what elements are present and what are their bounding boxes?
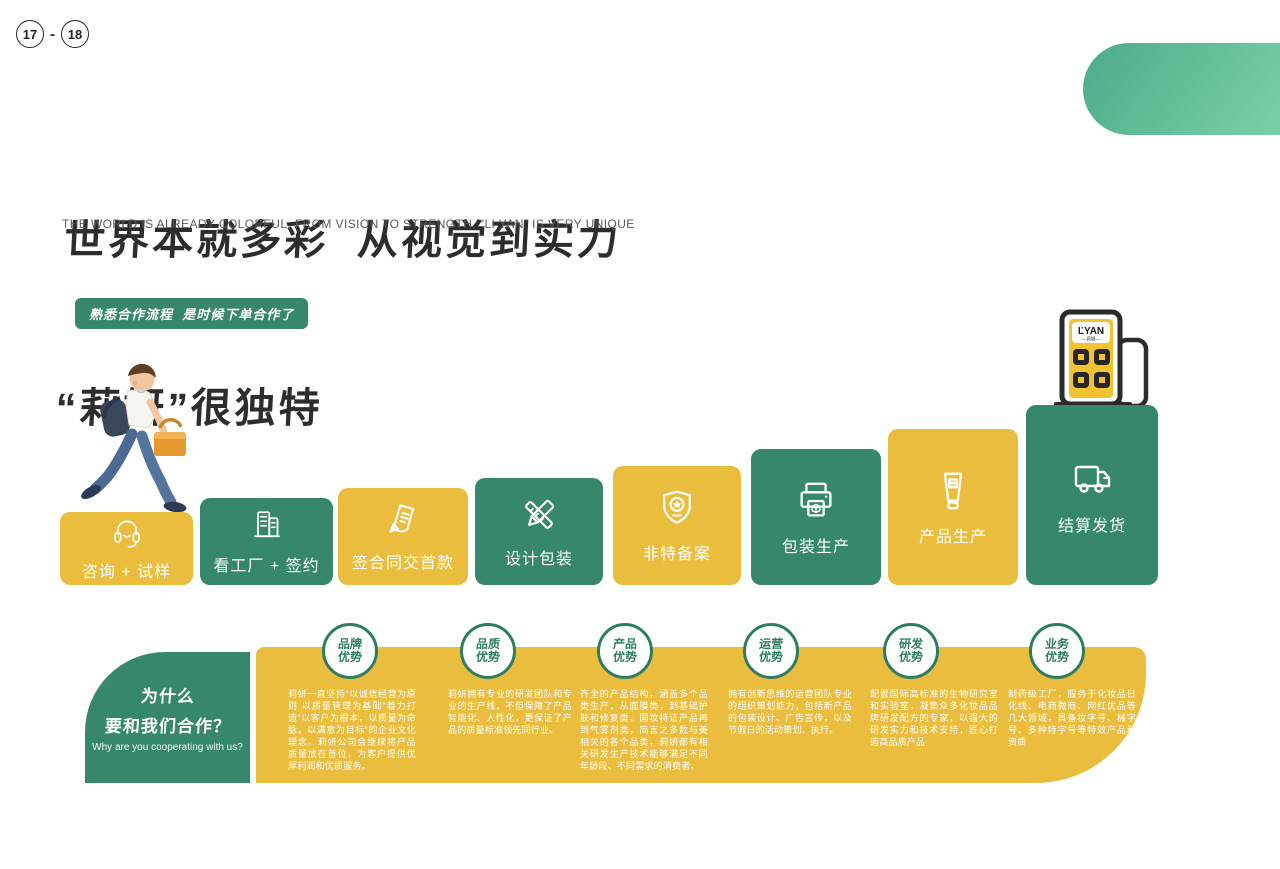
liyan-logo-text: ĽYAN bbox=[1078, 326, 1104, 337]
walking-person-illustration bbox=[81, 363, 187, 513]
advantage-text-quality: 莉妍拥有专业的研发团队和专业的生产线，不但保障了产品智能化、人性化，更保证了产品… bbox=[448, 689, 572, 735]
why-cooperate-box: 为什么 要和我们合作？ Why are you cooperating with… bbox=[85, 652, 250, 783]
printer-icon bbox=[800, 482, 832, 517]
tube-icon bbox=[944, 472, 962, 509]
page-numbers: 17 - 18 bbox=[16, 20, 89, 48]
truck-icon bbox=[1074, 465, 1111, 493]
step-label: 看工厂 + 签约 bbox=[213, 558, 320, 575]
page-subtitle-english: THE WORLD IS ALREADY COLORFUL, FROM VISI… bbox=[62, 217, 635, 231]
shield-icon bbox=[663, 490, 691, 524]
step-nonspecial-filing: 非特备案 bbox=[613, 466, 741, 585]
decorative-green-pill bbox=[1083, 43, 1280, 135]
process-flow-badge: 熟悉合作流程 是时候下单合作了 bbox=[75, 298, 309, 329]
step-settlement-shipping: 结算发货 bbox=[1026, 405, 1158, 585]
step-consult-sample: 咨询 + 试样 bbox=[60, 512, 193, 585]
why-title-line2: 要和我们合作？ bbox=[103, 717, 232, 736]
step-contract-deposit: 签合同交首款 bbox=[338, 488, 468, 585]
step-label: 签合同交首款 bbox=[351, 555, 454, 572]
step-label: 非特备案 bbox=[642, 546, 711, 563]
factory-icon bbox=[253, 511, 280, 538]
step-product-production: 产品生产 bbox=[888, 429, 1018, 585]
step-label: 结算发货 bbox=[1057, 517, 1126, 535]
page-number-separator: - bbox=[50, 25, 55, 43]
design-icon bbox=[525, 499, 555, 529]
advantage-badge-operation: 运营 优势 bbox=[743, 623, 799, 679]
liyan-logo-subtext: —莉妍— bbox=[1082, 336, 1100, 343]
advantage-badge-quality: 品质 优势 bbox=[460, 623, 516, 679]
advantages-panel bbox=[256, 647, 1146, 783]
step-label: 咨询 + 试样 bbox=[81, 564, 172, 581]
why-title-line1: 为什么 bbox=[139, 687, 196, 706]
advantage-text-business: 制药级工厂，服务于化妆品日化线、电商微商、网红优品等几大领域，具备妆字号、械字号… bbox=[1008, 689, 1136, 747]
advantage-text-brand: 莉妍一直坚持“以诚信经营为原则 以质量管理为基础”着力打造“以客户为根本，以质量… bbox=[288, 689, 416, 771]
advantage-badge-product: 产品 优势 bbox=[597, 623, 653, 679]
page-number-right: 18 bbox=[61, 20, 89, 48]
advantage-badge-brand: 品牌 优势 bbox=[322, 623, 378, 679]
advantage-text-rnd: 配置国际高标准的生物研究室和实验室，凝集众多化妆品品牌研发配方的专家，以强大的研… bbox=[870, 689, 998, 747]
step-factory-sign: 看工厂 + 签约 bbox=[200, 498, 333, 585]
step-packaging-production: 包装生产 bbox=[751, 449, 881, 585]
liyan-building-illustration: ĽYAN —莉妍— bbox=[1054, 309, 1149, 408]
step-label: 包装生产 bbox=[781, 538, 850, 556]
building-windows bbox=[1073, 349, 1110, 388]
contract-icon bbox=[389, 504, 415, 533]
page-number-left: 17 bbox=[16, 20, 44, 48]
advantage-badge-rnd: 研发 优势 bbox=[883, 623, 939, 679]
why-subtitle-english: Why are you cooperating with us? bbox=[92, 742, 243, 753]
step-label: 设计包装 bbox=[504, 551, 573, 568]
advantage-text-product: 齐全的产品结构，涵盖多个品类生产，从面膜类，到基础护肤和修复类，国妆特证产品再到… bbox=[580, 689, 708, 771]
advantage-text-operation: 拥有创新思维的运营团队专业的组织策划能力，包括新产品的包装设计、广告宣传，以及节… bbox=[728, 689, 852, 735]
advantage-badge-business: 业务 优势 bbox=[1029, 623, 1085, 679]
headset-icon bbox=[113, 520, 140, 548]
step-design-packaging: 设计包装 bbox=[475, 478, 603, 585]
step-label: 产品生产 bbox=[918, 528, 987, 546]
